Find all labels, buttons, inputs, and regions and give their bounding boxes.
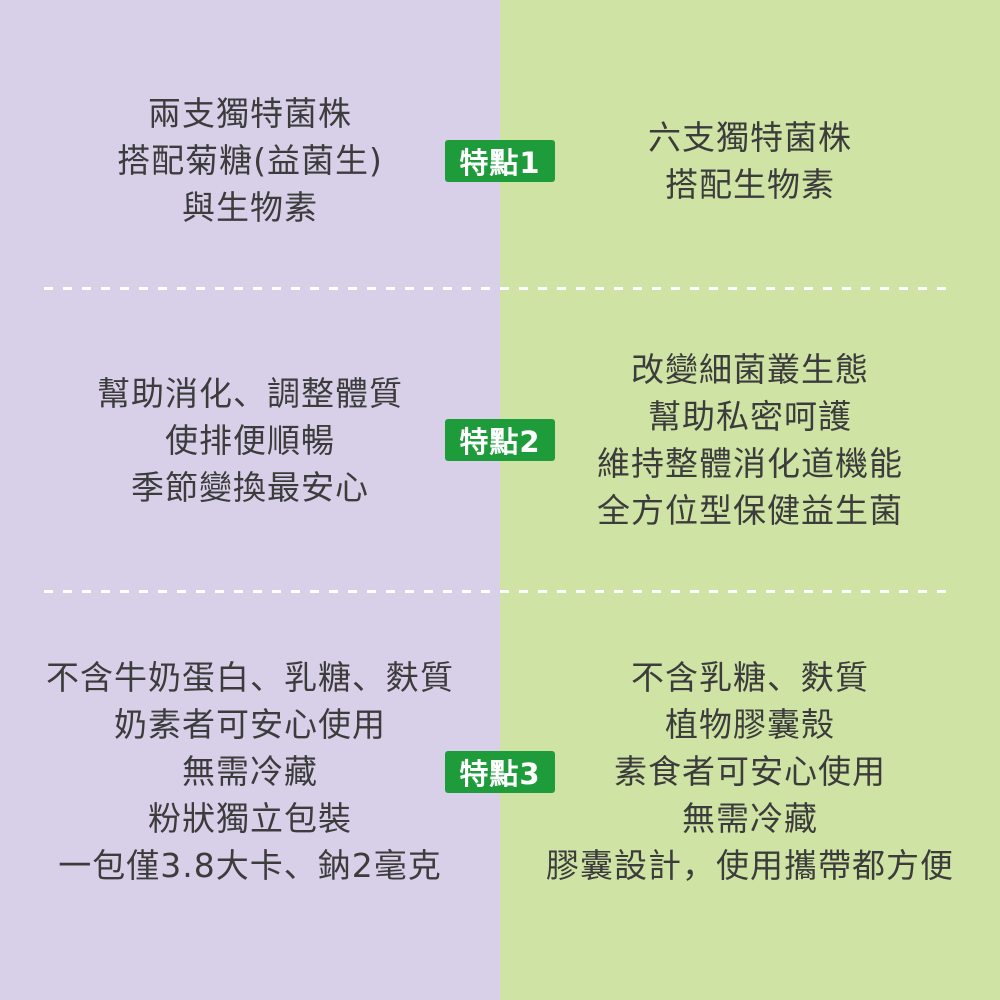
feature-row-1: 兩支獨特菌株 搭配菊糖(益菌生) 與生物素 六支獨特菌株 搭配生物素 特點1 xyxy=(0,0,1000,287)
feature-3-right-line: 不含乳糖、麩質 xyxy=(631,658,869,697)
feature-3-badge: 特點3 xyxy=(445,750,555,793)
feature-3-right-line: 無需冷藏 xyxy=(682,799,818,838)
feature-3-left-line: 奶素者可安心使用 xyxy=(114,705,386,744)
feature-3-left-line: 不含牛奶蛋白、乳糖、麩質 xyxy=(46,658,454,697)
feature-3-right-line: 植物膠囊殼 xyxy=(665,705,835,744)
feature-3-left-line: 粉狀獨立包裝 xyxy=(148,799,352,838)
feature-2-badge-label: 特點2 xyxy=(459,425,541,459)
feature-3-left-line: 無需冷藏 xyxy=(182,752,318,791)
feature-3-right-line: 膠囊設計，使用攜帶都方便 xyxy=(546,846,954,885)
dashed-divider-1 xyxy=(44,287,956,290)
feature-2-right-text: 改變細菌叢生態 幫助私密呵護 維持整體消化道機能 全方位型保健益生菌 xyxy=(500,346,1000,534)
feature-2-left-text: 幫助消化、調整體質 使排便順暢 季節變換最安心 xyxy=(0,346,500,534)
feature-row-2: 幫助消化、調整體質 使排便順暢 季節變換最安心 改變細菌叢生態 幫助私密呵護 維… xyxy=(0,290,1000,590)
feature-3-right-text: 不含乳糖、麩質 植物膠囊殼 素食者可安心使用 無需冷藏 膠囊設計，使用攜帶都方便 xyxy=(500,654,1000,889)
feature-2-right-line: 維持整體消化道機能 xyxy=(597,444,903,483)
feature-2-left-line: 使排便順暢 xyxy=(165,420,335,460)
feature-1-right-line: 搭配生物素 xyxy=(665,164,835,204)
feature-2-right-line: 全方位型保健益生菌 xyxy=(597,491,903,530)
dashed-divider-2 xyxy=(44,590,956,593)
feature-2-left-line: 幫助消化、調整體質 xyxy=(97,373,403,413)
feature-2-right-line: 幫助私密呵護 xyxy=(648,397,852,436)
feature-2-right-line: 改變細菌叢生態 xyxy=(631,350,869,389)
feature-1-right-text: 六支獨特菌株 搭配生物素 xyxy=(500,90,1000,231)
feature-1-right-line: 六支獨特菌株 xyxy=(648,117,852,157)
feature-3-left-line: 一包僅3.8大卡、鈉2毫克 xyxy=(58,846,442,885)
feature-1-badge-label: 特點1 xyxy=(459,145,541,180)
feature-1-left-text: 兩支獨特菌株 搭配菊糖(益菌生) 與生物素 xyxy=(0,90,500,231)
feature-2-badge: 特點2 xyxy=(445,419,555,461)
feature-1-badge: 特點1 xyxy=(445,139,555,182)
feature-3-right-line: 素食者可安心使用 xyxy=(614,752,886,791)
feature-3-left-text: 不含牛奶蛋白、乳糖、麩質 奶素者可安心使用 無需冷藏 粉狀獨立包裝 一包僅3.8… xyxy=(0,654,500,889)
feature-row-3: 不含牛奶蛋白、乳糖、麩質 奶素者可安心使用 無需冷藏 粉狀獨立包裝 一包僅3.8… xyxy=(0,593,1000,1000)
feature-1-left-line: 兩支獨特菌株 xyxy=(148,94,352,133)
feature-2-left-line: 季節變換最安心 xyxy=(131,467,369,507)
feature-1-left-line: 搭配菊糖(益菌生) xyxy=(117,141,383,180)
feature-3-badge-label: 特點3 xyxy=(459,756,541,791)
feature-1-left-line: 與生物素 xyxy=(182,188,318,227)
